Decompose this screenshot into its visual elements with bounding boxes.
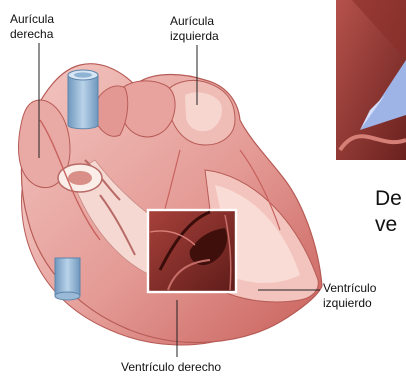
inferior-vena-cava xyxy=(55,258,80,300)
superior-vena-cava xyxy=(68,70,98,129)
label-left-atrium: Aurícula izquierda xyxy=(170,14,219,44)
label-right-atrium: Aurícula derecha xyxy=(10,12,54,42)
label-right-ventricle: Ventrículo derecho xyxy=(121,360,221,375)
heart-body xyxy=(18,64,322,345)
cropped-caption: De ve xyxy=(375,186,402,238)
cropped-photo xyxy=(336,0,406,160)
magnified-inset xyxy=(148,210,236,292)
label-left-ventricle: Ventrículo izquierdo xyxy=(323,281,376,311)
